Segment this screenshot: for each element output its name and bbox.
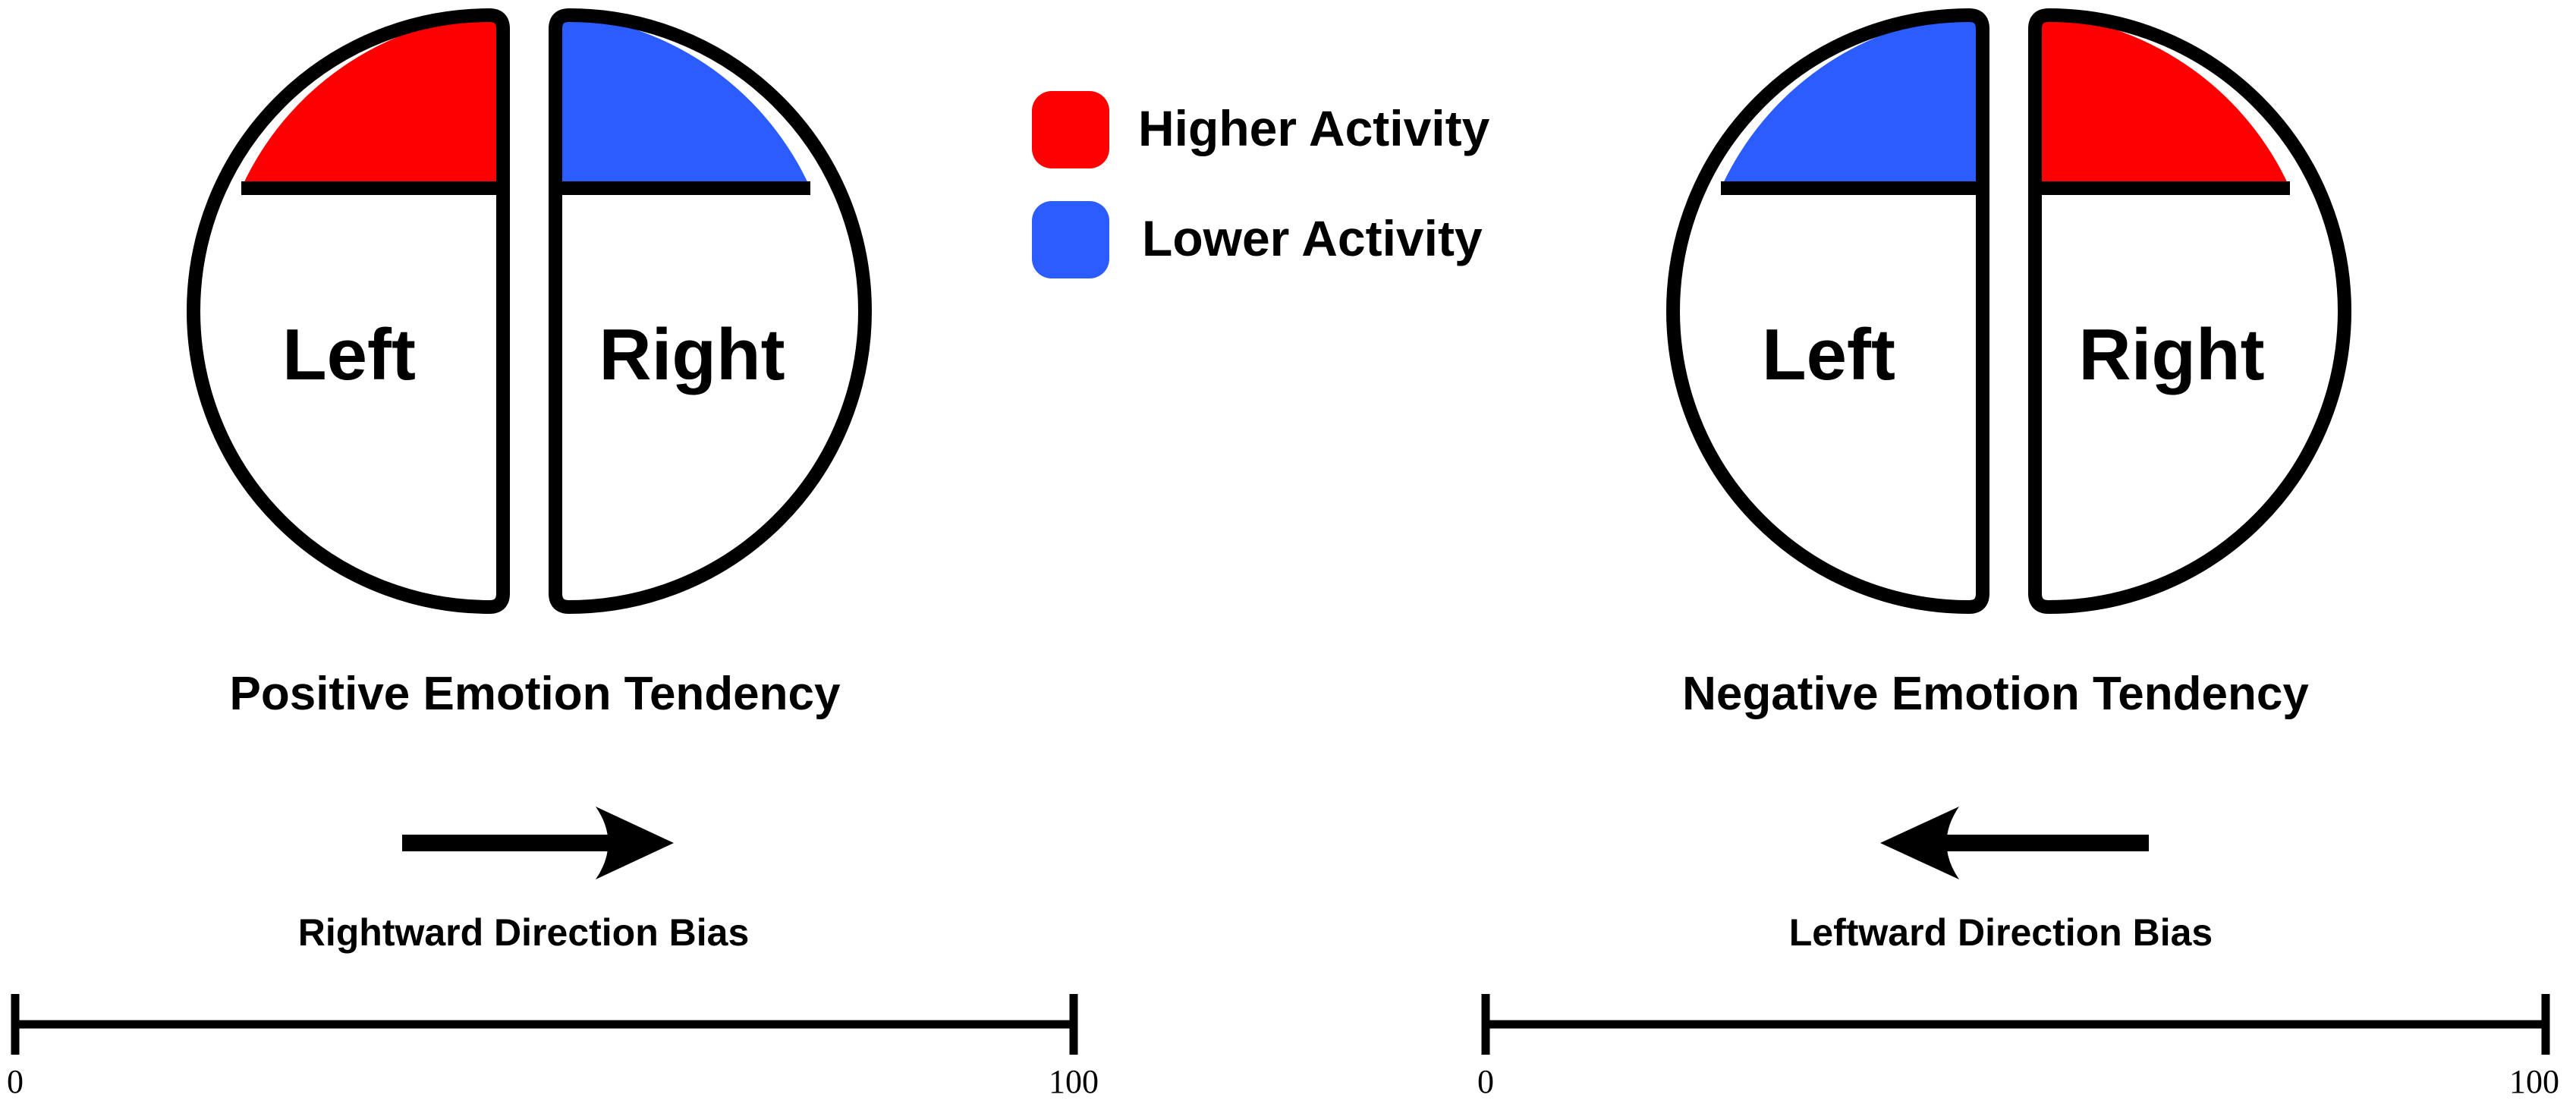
right-hemisphere-positive [549,8,872,614]
scale-max-label: 100 [2509,1063,2559,1100]
right-hemisphere-outline [2028,8,2351,614]
scale-bar [1481,994,2550,1055]
right-hemisphere-outline [549,8,872,614]
right-hemisphere-label: Right [599,314,785,395]
left-hemisphere-outline [187,8,510,614]
legend-higher-label: Higher Activity [1138,100,1490,156]
left-hemisphere-positive [187,8,510,614]
legend: Higher Activity Lower Activity [1032,91,1490,278]
leftward-arrow [1880,807,2149,879]
scale-min-label: 0 [7,1063,24,1100]
left-hemisphere-negative [1666,8,1989,614]
panel-negative: Left Right Negative Emotion Tendency Lef… [1477,8,2559,1100]
scale-bar [11,994,1078,1055]
scale-max-label: 100 [1049,1063,1099,1100]
bias-label: Leftward Direction Bias [1789,911,2213,954]
right-hemisphere-top-fill [2035,15,2290,188]
legend-lower-swatch [1032,201,1109,278]
legend-higher-swatch [1032,91,1109,168]
tendency-title: Positive Emotion Tendency [229,668,841,720]
left-hemisphere-label: Left [282,314,416,395]
left-hemisphere-label: Left [1762,314,1895,395]
left-hemisphere-top-fill [1721,15,1983,188]
rightward-arrow [402,807,674,879]
legend-lower-label: Lower Activity [1142,210,1483,266]
right-hemisphere-label: Right [2078,314,2264,395]
tendency-title: Negative Emotion Tendency [1682,668,2309,720]
left-hemisphere-outline [1666,8,1989,614]
scale-min-label: 0 [1477,1063,1494,1100]
bias-label: Rightward Direction Bias [298,911,750,954]
left-hemisphere-top-fill [241,15,503,188]
right-hemisphere-top-fill [555,15,810,188]
right-hemisphere-negative [2028,8,2351,614]
panel-positive: Left Right Positive Emotion Tendency Rig… [7,8,1099,1100]
